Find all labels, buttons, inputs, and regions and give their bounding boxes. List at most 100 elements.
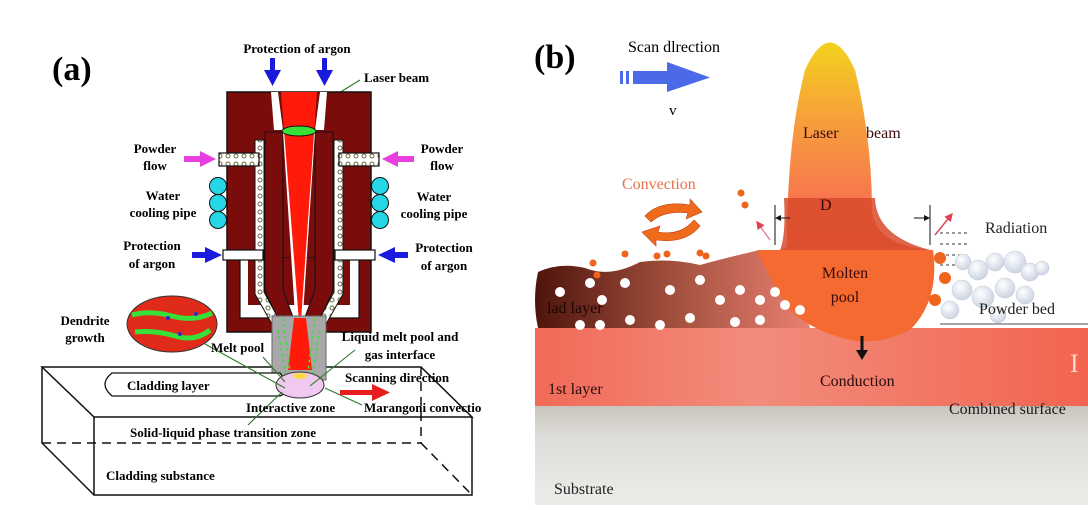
water-cooling-left-l1: Water (146, 188, 181, 203)
particle (994, 277, 1016, 299)
scan-direction-label: Scan dlrection (628, 39, 720, 56)
particle (702, 252, 710, 260)
argon-arrow-icon (378, 247, 408, 263)
dendrite-growth-l2: growth (65, 330, 105, 345)
particle (620, 278, 630, 288)
particle (934, 252, 946, 264)
particle (597, 295, 607, 305)
liquid-interface-l1: Liquid melt pool and (342, 329, 459, 344)
particle (655, 320, 665, 330)
powder-flow-arrow-icon (382, 151, 414, 167)
particle (1034, 260, 1050, 276)
cooling-pipe-left (209, 177, 227, 229)
liquid-interface-l2: gas interface (365, 347, 436, 362)
argon-arrow-icon (264, 58, 281, 86)
first-layer (535, 328, 1088, 406)
panel-a: (a) Protection of argon Laser beam (40, 41, 481, 496)
particle (1015, 285, 1035, 305)
particle (795, 305, 805, 315)
particle (940, 300, 960, 320)
particle (770, 287, 780, 297)
water-cooling-left-l2: cooling pipe (130, 205, 197, 220)
spatter-particles (589, 189, 951, 306)
particle (971, 285, 995, 309)
panel-a-label: (a) (52, 51, 92, 88)
particle (555, 287, 565, 297)
convection-arrow-icon (641, 198, 703, 247)
particle (585, 278, 595, 288)
laser-beam-label: Laser beam (364, 70, 429, 85)
particle (741, 201, 749, 209)
convection-label: Convection (622, 176, 696, 193)
panel-b-label: (b) (534, 39, 576, 76)
spatter-arrow-icon (756, 220, 771, 241)
particle (989, 306, 1007, 324)
argon-arrow-icon (192, 247, 222, 263)
protection-right-l2: of argon (421, 258, 468, 273)
particle (621, 250, 629, 258)
particle (589, 259, 597, 267)
particle (663, 250, 671, 258)
particle (929, 294, 941, 306)
radiation-arrow-icon (934, 212, 953, 236)
particle (985, 252, 1005, 272)
particle (755, 295, 765, 305)
particle (653, 252, 661, 260)
first-layer-label: 1st layer (548, 381, 603, 398)
cladding-substance-label: Cladding substance (106, 468, 215, 483)
particle (593, 271, 601, 279)
particle (685, 313, 695, 323)
interactive-zone-shape (275, 371, 325, 399)
leader-lines (204, 343, 363, 426)
powder-flow-right-l2: flow (430, 158, 454, 173)
particle (575, 320, 585, 330)
protection-left-l2: of argon (129, 256, 176, 271)
protection-right-l1: Protection (415, 240, 473, 255)
focusing-lens (281, 125, 317, 137)
powder-particles (940, 250, 1050, 324)
conduction-label: Conduction (820, 373, 895, 390)
radiation-label: Radiation (985, 220, 1047, 237)
powder-bed-label: Powder bed (979, 301, 1055, 318)
particle (954, 253, 972, 271)
particle (665, 285, 675, 295)
powder-stream (277, 317, 321, 377)
molten-pool-l2: pool (831, 289, 860, 306)
particle (715, 295, 725, 305)
diameter-dimension (774, 205, 931, 245)
combined-surface-label: Combined surface (949, 401, 1066, 418)
velocity-label: v (669, 103, 677, 119)
powder-flow-left-l2: flow (143, 158, 167, 173)
water-cooling-right-l1: Water (417, 189, 452, 204)
particle (737, 189, 745, 197)
cladding-layer-label: Cladding layer (127, 378, 210, 393)
water-cooling-right-l2: cooling pipe (401, 206, 468, 221)
powder-flow-right-l1: Powder (421, 141, 464, 156)
melt-pool-label: Melt pool (211, 340, 264, 355)
scanning-direction-label: Scanning direction (345, 370, 450, 385)
particle (695, 275, 705, 285)
diameter-label: D (820, 197, 832, 214)
particle (939, 272, 951, 284)
substrate-label: Substrate (554, 481, 614, 498)
particle (780, 300, 790, 310)
laser-label: Laser (803, 125, 839, 142)
molten-pool (757, 250, 935, 342)
layer-roman-numeral: I (1070, 349, 1079, 378)
protection-argon-top-label: Protection of argon (243, 41, 351, 56)
particle (735, 285, 745, 295)
molten-pool-l1: Molten (822, 265, 868, 282)
dendrite-image (126, 295, 218, 353)
particle (730, 317, 740, 327)
scanning-direction-arrow-icon (340, 384, 390, 401)
clad-layer-label: lad layer (547, 300, 603, 317)
marangoni-label: Marangoni convectio (364, 400, 481, 415)
particle (951, 279, 973, 301)
panel-b: (b) Scan dlrection v (534, 39, 1088, 505)
cooling-pipe-right (371, 177, 389, 229)
beam-label: beam (866, 125, 901, 142)
beam-diameter-band (780, 198, 930, 250)
particle (967, 259, 989, 281)
particle (1003, 250, 1027, 274)
